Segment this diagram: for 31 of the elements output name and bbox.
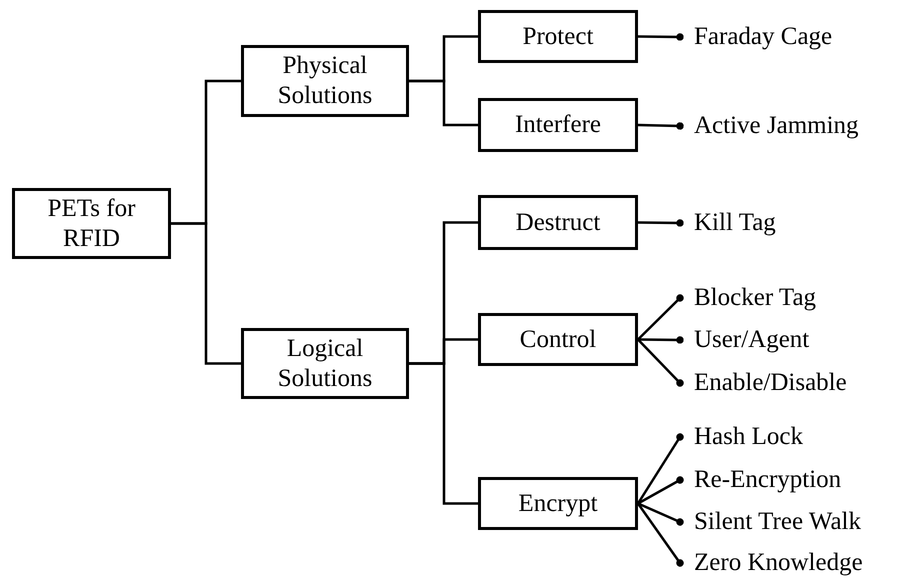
category-box: Protect <box>478 10 638 63</box>
category-box: Control <box>478 313 638 366</box>
technique-label: Faraday Cage <box>680 22 832 52</box>
category-box: Logical Solutions <box>241 328 409 399</box>
technique-label: Re-Encryption <box>680 465 842 495</box>
connector-line <box>638 219 684 227</box>
technique-label: Blocker Tag <box>680 283 816 313</box>
connector-line <box>637 476 684 505</box>
connector-line <box>637 294 684 340</box>
connector-line <box>638 33 684 41</box>
category-box: PETs for RFID <box>12 188 171 259</box>
connector-line <box>409 362 478 505</box>
technique-label: Kill Tag <box>680 208 776 238</box>
connector-line <box>636 502 684 567</box>
connector-line <box>636 433 684 504</box>
connector-line <box>638 336 684 344</box>
technique-label: Enable/Disable <box>680 368 847 398</box>
category-box: Encrypt <box>478 477 638 530</box>
category-box: Destruct <box>478 195 638 250</box>
category-box: Physical Solutions <box>241 45 409 117</box>
connector-line <box>638 502 684 526</box>
technique-label: User/Agent <box>680 325 810 355</box>
technique-label: Silent Tree Walk <box>680 507 861 537</box>
connector-line <box>171 222 241 365</box>
technique-label: Active Jamming <box>680 111 859 141</box>
connector-line <box>409 80 478 126</box>
technique-label: Hash Lock <box>680 422 803 452</box>
connector-line <box>637 338 684 387</box>
technique-label: Zero Knowledge <box>680 548 863 578</box>
connector-line <box>638 122 684 130</box>
category-box: Interfere <box>478 98 638 152</box>
